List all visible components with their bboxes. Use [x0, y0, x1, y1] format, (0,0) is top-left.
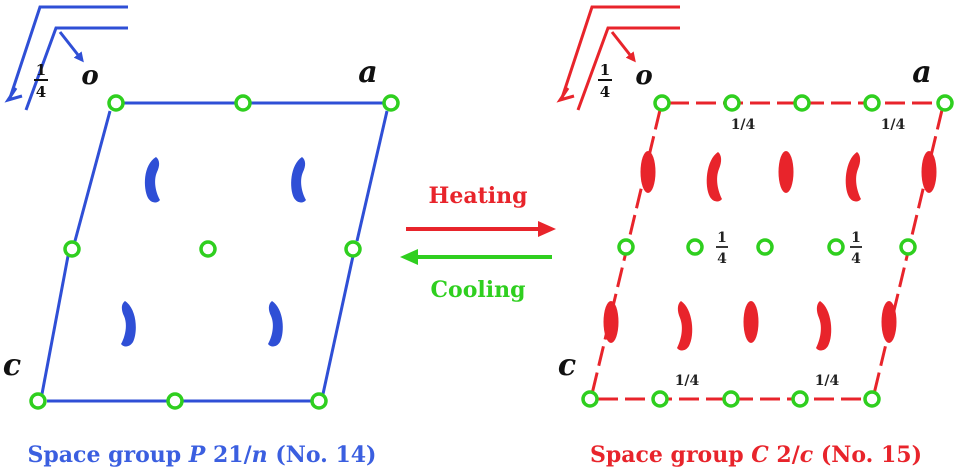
right-inversion-centre [723, 94, 741, 112]
right-ellipse-molecule-icon [778, 151, 794, 193]
right-a-axis-label: a [912, 55, 931, 90]
left-edge-left-1 [73, 110, 112, 242]
right-ellipse-molecule-icon [743, 301, 759, 343]
cooling-label: Cooling [431, 277, 526, 303]
right-axis-arrowhead-icon [556, 87, 575, 103]
right-quarter-label: 1/4 [881, 117, 906, 133]
right-ellipse-molecule-icon [603, 301, 619, 343]
left-molecules [121, 157, 306, 347]
right-frac-den: 4 [851, 251, 861, 267]
right-inversion-centre [617, 238, 635, 256]
left-origin-height-den: 4 [36, 83, 46, 101]
right-comma-molecule-icon [706, 152, 722, 202]
right-inversion-centre [653, 94, 671, 112]
left-edge-left-2 [40, 255, 70, 395]
right-ellipse-molecule-icon [881, 301, 897, 343]
left-inversion-centre [310, 392, 328, 410]
left-molecule-icon [121, 301, 136, 347]
right-caption-symbol-c: c [800, 442, 814, 468]
phase-transition: Heating Cooling [400, 183, 556, 303]
right-inversion-centre [899, 238, 917, 256]
left-inversion-centre [29, 392, 47, 410]
right-inversion-centre [722, 390, 740, 408]
left-axis-outer-line [8, 5, 128, 99]
left-axis-arrow-icon [58, 31, 84, 63]
right-quarter-label: 1/4 [731, 117, 756, 133]
right-comma-molecule-icon [845, 152, 861, 202]
right-frac-1: 1 4 [716, 230, 728, 267]
right-inversion-centre [863, 390, 881, 408]
right-inversion-centre [863, 94, 881, 112]
left-origin-height-num: 1 [36, 61, 46, 79]
right-axis-inner-line [576, 26, 680, 111]
left-unit-cell: 1 4 o a c [3, 5, 400, 468]
right-molecules [603, 151, 937, 351]
right-caption: Space group C 2/c (No. 15) [590, 442, 922, 468]
left-cell-edges [40, 101, 389, 403]
right-inversion-centre [793, 94, 811, 112]
right-frac-den: 4 [717, 251, 727, 267]
right-comma-molecule-icon [816, 301, 832, 351]
left-caption-symbol-rest: 21/ [205, 442, 252, 468]
right-caption-prefix: Space group [590, 442, 751, 468]
right-ellipse-molecule-icon [921, 151, 937, 193]
right-quarter-label: 1/4 [815, 373, 840, 389]
right-inversion-centre [827, 238, 845, 256]
right-inversion-centre [791, 390, 809, 408]
right-inversion-centre [581, 390, 599, 408]
left-inversion-centre [107, 94, 125, 112]
left-axis-symbol [4, 5, 128, 111]
right-axis-outer-line [560, 5, 680, 99]
left-molecule-icon [144, 157, 160, 203]
left-inversion-centre [344, 240, 362, 258]
left-c-axis-label: c [3, 348, 21, 383]
left-edge-right-2 [321, 255, 355, 395]
left-inversion-centre [199, 240, 217, 258]
left-inversion-centre [382, 94, 400, 112]
right-origin-height-num: 1 [600, 61, 610, 79]
left-inversion-centres [29, 94, 400, 410]
right-inversion-centre [651, 390, 669, 408]
right-quarter-label: 1/4 [675, 373, 700, 389]
right-unit-cell: 1 4 o a c [556, 5, 954, 468]
right-inversion-centres [581, 94, 954, 408]
right-origin-height-den: 4 [600, 83, 610, 101]
left-edge-right-1 [355, 110, 389, 242]
left-molecule-icon [268, 301, 283, 347]
right-caption-suffix: (No. 15) [813, 442, 922, 468]
right-axis-arrow-icon [610, 31, 636, 63]
right-frac-num: 1 [851, 230, 861, 246]
right-inversion-centre [686, 238, 704, 256]
right-frac-2: 1 4 [850, 230, 862, 267]
right-ellipse-molecule-icon [640, 151, 656, 193]
right-inversion-centre [936, 94, 954, 112]
right-origin-label: o [635, 61, 652, 91]
left-a-axis-label: a [358, 55, 377, 90]
left-inversion-centre [234, 94, 252, 112]
right-comma-molecule-icon [677, 301, 693, 351]
right-caption-symbol-letter: C [751, 442, 769, 468]
left-origin-label: o [81, 61, 98, 91]
left-caption-symbol-letter: P [188, 442, 207, 468]
left-inversion-centre [166, 392, 184, 410]
left-caption: Space group P 21/n (No. 14) [28, 442, 377, 468]
left-caption-suffix: (No. 14) [268, 442, 377, 468]
left-molecule-icon [291, 157, 306, 203]
right-caption-symbol-rest: 2/ [769, 442, 801, 468]
right-axis-symbol [556, 5, 680, 111]
left-axis-arrowhead-icon [4, 87, 23, 103]
left-caption-symbol-n: n [252, 442, 268, 468]
right-c-axis-label: c [558, 348, 576, 383]
right-frac-num: 1 [717, 230, 727, 246]
heating-arrow-icon [406, 221, 556, 237]
left-inversion-centre [63, 240, 81, 258]
left-axis-inner-line [24, 26, 128, 111]
right-inversion-centre [756, 238, 774, 256]
cooling-arrow-icon [400, 249, 552, 265]
left-caption-prefix: Space group [28, 442, 189, 468]
heating-label: Heating [429, 183, 528, 209]
